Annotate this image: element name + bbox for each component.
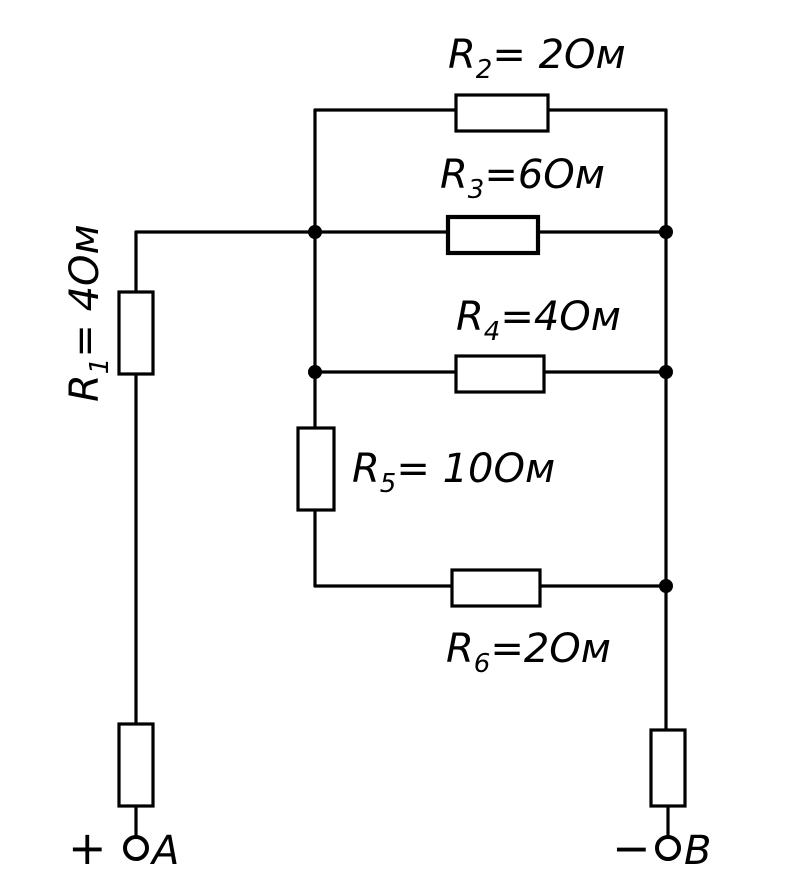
label-r1-symbol: R [62, 374, 108, 402]
junction-nodes [308, 225, 673, 593]
resistor-r5-body [296, 426, 336, 512]
node-right-r4 [659, 365, 673, 379]
resistor-r2-body [454, 93, 550, 133]
label-r1-value: = 4Ом [62, 224, 108, 357]
terminal-b[interactable]: − B [612, 821, 711, 875]
terminal-b-label: B [684, 828, 711, 874]
resistor-r6-body [450, 568, 542, 608]
terminal-a-sign: + [68, 821, 107, 875]
label-r1-index: 1 [85, 358, 115, 375]
node-left-r4 [308, 365, 322, 379]
resistor-r4-body [454, 354, 546, 394]
label-r3-value: =6Ом [484, 152, 605, 198]
resistor-r3-body [445, 214, 541, 256]
label-r2-symbol: R [448, 32, 476, 78]
label-r6-value: =2Ом [490, 626, 611, 672]
label-r1: R1= 4Ом [62, 224, 115, 402]
label-r3: R3=6Ом [440, 152, 605, 205]
svg-text:R1= 4Ом: R1= 4Ом [62, 224, 115, 402]
terminal-b-circle[interactable] [655, 835, 681, 861]
label-r6-symbol: R [446, 626, 474, 672]
label-r5-index: 5 [380, 469, 397, 499]
wires [134, 108, 670, 840]
label-r6-index: 6 [474, 649, 491, 679]
label-r3-index: 3 [468, 175, 485, 205]
label-r2-index: 2 [476, 55, 493, 85]
node-left-r3 [308, 225, 322, 239]
resistor-r1-body [117, 290, 155, 376]
terminal-a-element [117, 722, 155, 808]
label-r2-value: = 2Ом [492, 32, 625, 78]
label-r4-index: 4 [484, 317, 501, 347]
node-right-r6 [659, 579, 673, 593]
terminal-b-sign: − [612, 821, 651, 875]
label-r4: R4=4Ом [456, 294, 621, 347]
terminal-a-circle[interactable] [123, 835, 149, 861]
label-r5-value: = 10Ом [396, 446, 555, 492]
resistor-symbols [117, 93, 687, 808]
label-r5: R5= 10Ом [352, 446, 555, 499]
terminal-b-element [649, 728, 687, 808]
label-r3-symbol: R [440, 152, 468, 198]
label-r4-symbol: R [456, 294, 484, 340]
label-r5-symbol: R [352, 446, 380, 492]
label-r2: R2= 2Ом [448, 32, 626, 85]
node-right-r3 [659, 225, 673, 239]
label-r6: R6=2Ом [446, 626, 611, 679]
terminal-a-label: A [149, 828, 179, 874]
terminal-a[interactable]: + A [68, 821, 179, 875]
label-r4-value: =4Ом [500, 294, 621, 340]
